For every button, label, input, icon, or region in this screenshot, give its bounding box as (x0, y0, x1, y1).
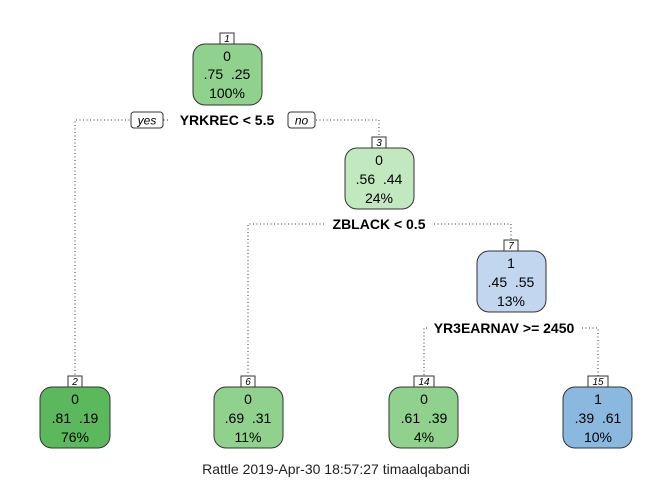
tree-node-2: 2 0 .81 .19 76% (39, 375, 111, 449)
node-id-7: 7 (508, 241, 514, 252)
node-pct-14: 4% (414, 429, 434, 445)
node-class-1: 0 (223, 48, 231, 64)
tree-node-1: 1 0 .75 .25 100% (192, 32, 263, 106)
node-id-6: 6 (245, 377, 251, 388)
tree-node-3: 3 0 .56 .44 24% (344, 136, 415, 210)
node-class-2: 0 (71, 391, 79, 407)
node-id-14: 14 (418, 377, 430, 388)
node-probs-15: .39 .61 (575, 410, 622, 426)
node-probs-3: .56 .44 (356, 171, 403, 187)
no-label-text: no (295, 114, 309, 128)
node-probs-2: .81 .19 (52, 410, 99, 426)
tree-node-15: 15 1 .39 .61 10% (562, 375, 633, 449)
tree-node-7: 7 1 .45 .55 13% (476, 239, 547, 313)
edge-node3-left (247, 223, 324, 378)
yes-label-text: yes (137, 114, 157, 128)
node-class-6: 0 (244, 391, 252, 407)
node-id-2: 2 (71, 377, 78, 388)
edge-root-right (316, 119, 380, 137)
node-pct-15: 10% (584, 429, 612, 445)
yes-branch-label: yes (130, 111, 164, 129)
edge-node7-right (582, 327, 599, 378)
node-pct-2: 76% (61, 429, 89, 445)
no-branch-label: no (287, 111, 316, 129)
split-label-node3: ZBLACK < 0.5 (333, 216, 426, 232)
node-probs-6: .69 .31 (225, 410, 272, 426)
node-pct-3: 24% (365, 190, 393, 206)
tree-edges (74, 119, 599, 378)
edge-root-left (74, 119, 168, 378)
tree-node-14: 14 0 .61 .39 4% (388, 375, 459, 449)
node-class-15: 1 (594, 391, 602, 407)
edge-node7-left (423, 327, 427, 378)
node-pct-1: 100% (209, 85, 245, 101)
split-label-node7: YR3EARNAV >= 2450 (434, 320, 575, 336)
node-id-1: 1 (224, 34, 230, 45)
node-pct-7: 13% (497, 293, 525, 309)
node-probs-7: .45 .55 (488, 274, 535, 290)
node-id-15: 15 (592, 377, 604, 388)
node-pct-6: 11% (235, 429, 262, 445)
footer-caption: Rattle 2019-Apr-30 18:57:27 timaalqaband… (202, 461, 470, 477)
node-class-7: 1 (507, 255, 515, 271)
tree-node-6: 6 0 .69 .31 11% (213, 375, 284, 449)
node-probs-1: .75 .25 (204, 66, 251, 82)
node-id-3: 3 (376, 138, 382, 149)
node-probs-14: .61 .39 (401, 410, 448, 426)
split-label-root: YRKREC < 5.5 (180, 112, 275, 128)
node-class-3: 0 (375, 152, 383, 168)
edge-node3-right (434, 223, 512, 240)
node-class-14: 0 (420, 391, 428, 407)
